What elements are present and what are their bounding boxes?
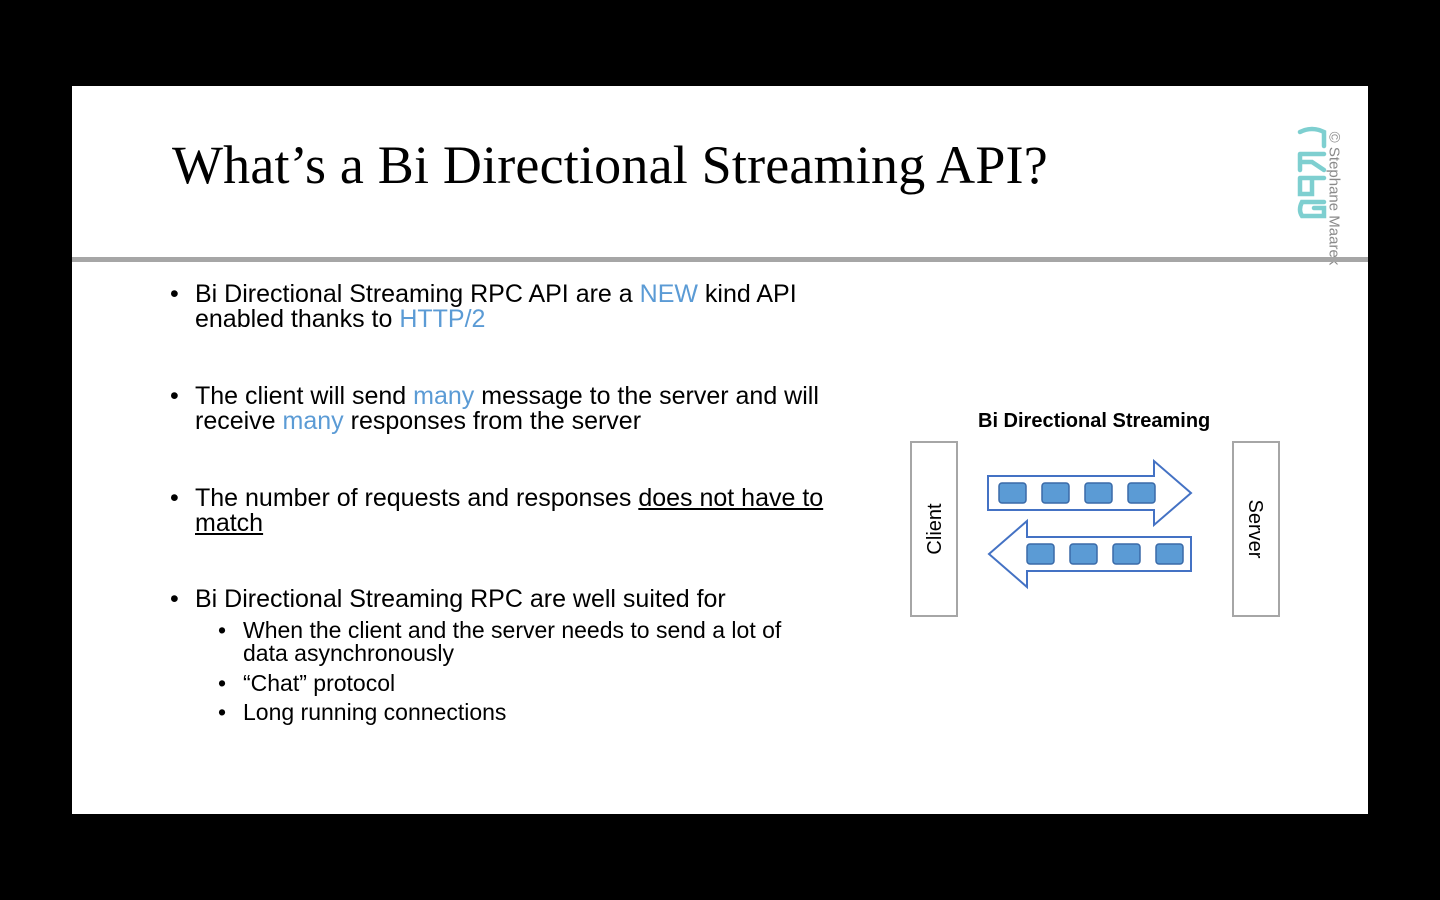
- sub-bullet-dot: •: [218, 617, 227, 643]
- sub-bullet-text: “Chat” protocol: [243, 670, 396, 696]
- sub-bullet-2: • “Chat” protocol: [218, 672, 818, 695]
- bullet-text: Bi Directional Streaming RPC are well su…: [195, 585, 726, 613]
- bullet-text-part: The number of requests and responses: [195, 484, 639, 512]
- bullet-dot: •: [170, 585, 179, 613]
- bullet-text-part: The client will send: [195, 382, 414, 410]
- grpc-logo: [1297, 126, 1327, 219]
- bullet-dot: •: [170, 382, 179, 410]
- client-label: Client: [924, 503, 946, 555]
- slide: What’s a Bi Directional Streaming API? ©…: [72, 86, 1368, 814]
- underlined-text: does not have to match: [195, 484, 824, 537]
- server-box: [1232, 441, 1280, 617]
- sub-bullet-text: Long running connections: [243, 699, 507, 725]
- client-box: [910, 441, 958, 617]
- bidirectional-streaming-diagram: Client Server: [910, 441, 1280, 617]
- message-block: [1041, 482, 1070, 504]
- bullet-2: • The client will send many message to t…: [170, 384, 850, 434]
- bullet-text-part: message to the server and will receive: [195, 382, 819, 435]
- server-label: Server: [1244, 500, 1266, 559]
- message-block: [1127, 482, 1156, 504]
- bullet-1: • Bi Directional Streaming RPC API are a…: [170, 282, 850, 332]
- message-block: [1026, 543, 1055, 565]
- bullet-3: • The number of requests and responses d…: [170, 486, 850, 536]
- message-block: [1084, 482, 1113, 504]
- message-block: [1069, 543, 1098, 565]
- message-block: [998, 482, 1027, 504]
- slide-title: What’s a Bi Directional Streaming API?: [172, 135, 1048, 195]
- diagram-title: Bi Directional Streaming: [978, 410, 1211, 432]
- copyright-notice: © Stephane Maarek: [1325, 131, 1343, 266]
- bullet-dot: •: [170, 280, 179, 308]
- bullet-text-part: kind API enabled thanks to: [195, 280, 797, 333]
- sub-bullet-1: • When the client and the server needs t…: [218, 619, 818, 665]
- bullet-text: Bi Directional Streaming RPC API are a N…: [170, 282, 850, 332]
- message-block: [1155, 543, 1184, 565]
- response-messages: [1026, 543, 1184, 565]
- highlight-http2: HTTP/2: [399, 305, 486, 333]
- message-block: [1112, 543, 1141, 565]
- highlight-many: many: [413, 382, 475, 410]
- bullet-4: • Bi Directional Streaming RPC are well …: [170, 587, 850, 612]
- bullet-text-part: responses from the server: [343, 407, 642, 435]
- sub-bullet-dot: •: [218, 670, 227, 696]
- sub-bullet-3: • Long running connections: [218, 701, 818, 724]
- highlight-many: many: [282, 407, 344, 435]
- bullet-text-part: Bi Directional Streaming RPC API are a: [195, 280, 640, 308]
- bullet-text: The client will send many message to the…: [170, 384, 850, 434]
- title-divider: [72, 257, 1368, 262]
- highlight-new: NEW: [639, 280, 698, 308]
- request-messages: [998, 482, 1156, 504]
- bullet-text: The number of requests and responses doe…: [170, 486, 850, 536]
- bullet-dot: •: [170, 484, 179, 512]
- sub-bullet-dot: •: [218, 699, 227, 725]
- sub-bullet-text: When the client and the server needs to …: [243, 617, 782, 666]
